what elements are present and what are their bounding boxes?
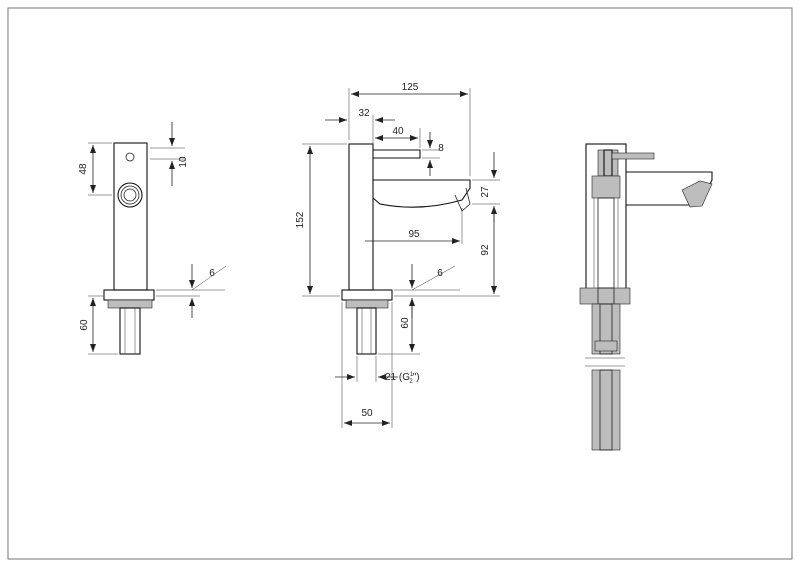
- dim-front-seal: 6: [437, 268, 443, 279]
- dim-front-overall-height: 152: [295, 211, 306, 228]
- dim-front-overall-length: 125: [402, 82, 419, 93]
- dim-front-lever-length: 40: [392, 126, 404, 137]
- dim-thread-end: "): [413, 372, 420, 383]
- dim-thread-num: 1: [410, 372, 414, 378]
- dim-front-spout-drop: 27: [480, 186, 491, 198]
- dim-side-height: 48: [78, 163, 89, 175]
- dim-thread-main: 21 (G: [385, 372, 410, 383]
- dim-base-width: 50: [361, 408, 373, 419]
- dim-front-spout-height: 92: [480, 244, 491, 256]
- dim-side-lever: 10: [178, 156, 189, 168]
- dim-side-seal: 6: [209, 268, 215, 279]
- side-view: 48 10 6 60: [78, 122, 227, 355]
- sheet-border: [7, 7, 793, 560]
- front-view: 125 32 40 8 152 27 95 92: [295, 82, 500, 428]
- dim-thread-den: 2: [409, 379, 413, 385]
- dim-front-lever-offset: 32: [358, 108, 370, 119]
- dim-side-shank: 60: [79, 319, 90, 331]
- section-view: [579, 143, 713, 451]
- dim-front-shank: 60: [400, 317, 411, 329]
- dim-front-spout-reach: 95: [408, 229, 420, 240]
- dim-front-lever-height: 8: [438, 143, 444, 154]
